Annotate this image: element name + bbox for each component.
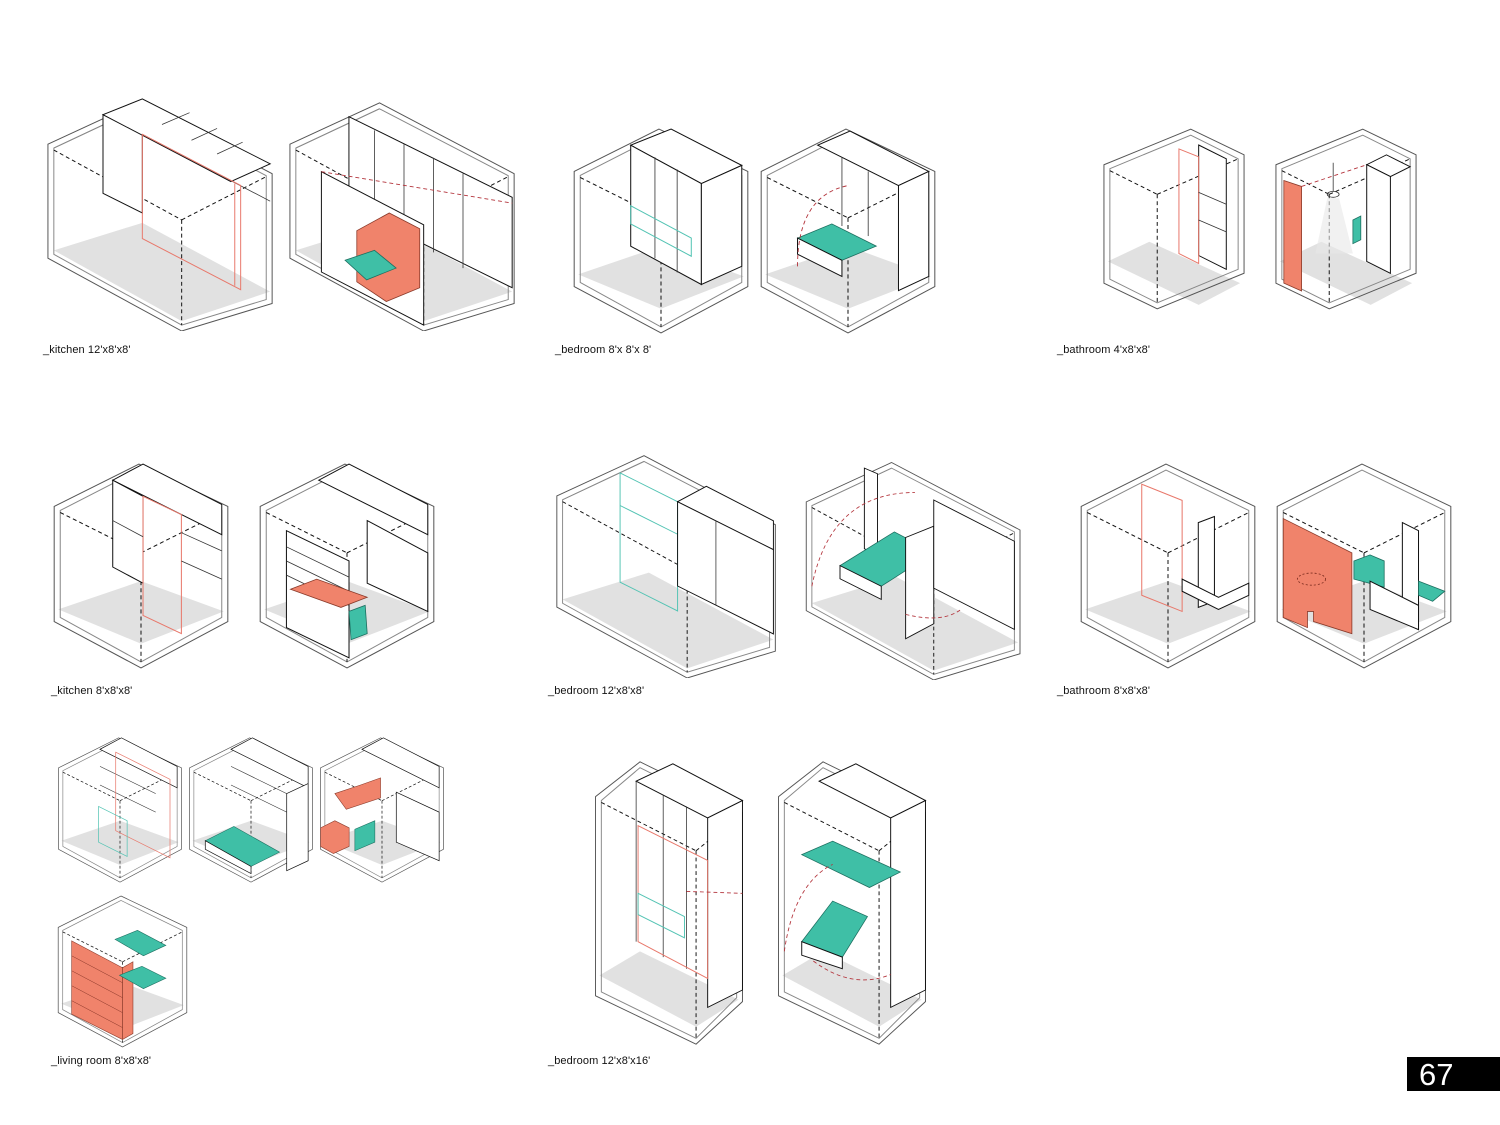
caption-bedroom-12x8x16: _bedroom 12'x8'x16' [548,1055,651,1067]
living-room-view-b [186,735,316,885]
bedroom-12x8x16-view-b [770,758,934,1048]
vanity-wall-icon [1282,517,1353,635]
caption-kitchen-12x8x8: _kitchen 12'x8'x8' [43,344,131,356]
caption-bathroom-8x8x8: _bathroom 8'x8'x8' [1057,685,1151,697]
bedroom-12x8x8-view-a [553,443,783,683]
page-number: 67 [1407,1057,1500,1092]
caption-bedroom-12x8x8: _bedroom 12'x8'x8' [548,685,645,697]
bathroom-4x8x8-view-b [1272,125,1420,313]
caption-bedroom-8x8x8: _bedroom 8'x 8'x 8' [555,344,652,356]
bedroom-8x8x8-view-b [757,125,939,337]
bedroom-12x8x16-view-a [588,758,750,1048]
wall-unit-icon [1283,179,1302,292]
bathroom-8x8x8-view-b [1273,460,1455,672]
kitchen-8x8x8-view-a [50,460,232,672]
bedroom-8x8x8-view-a [570,125,752,337]
kitchen-8x8x8-view-b [256,460,438,672]
caption-kitchen-8x8x8: _kitchen 8'x8'x8' [51,685,133,697]
caption-bathroom-4x8x8: _bathroom 4'x8'x8' [1057,344,1151,356]
living-room-view-a [55,735,185,885]
bathroom-4x8x8-view-a [1100,125,1248,313]
bathroom-8x8x8-view-a [1077,460,1259,672]
bedroom-12x8x8-view-b [800,455,1030,680]
living-room-view-c [317,735,447,885]
living-room-view-d [55,893,190,1050]
kitchen-12x8x8-view-b [286,95,522,331]
caption-living-room-8x8x8: _living room 8'x8'x8' [51,1055,152,1067]
kitchen-12x8x8-view-a [44,95,280,331]
